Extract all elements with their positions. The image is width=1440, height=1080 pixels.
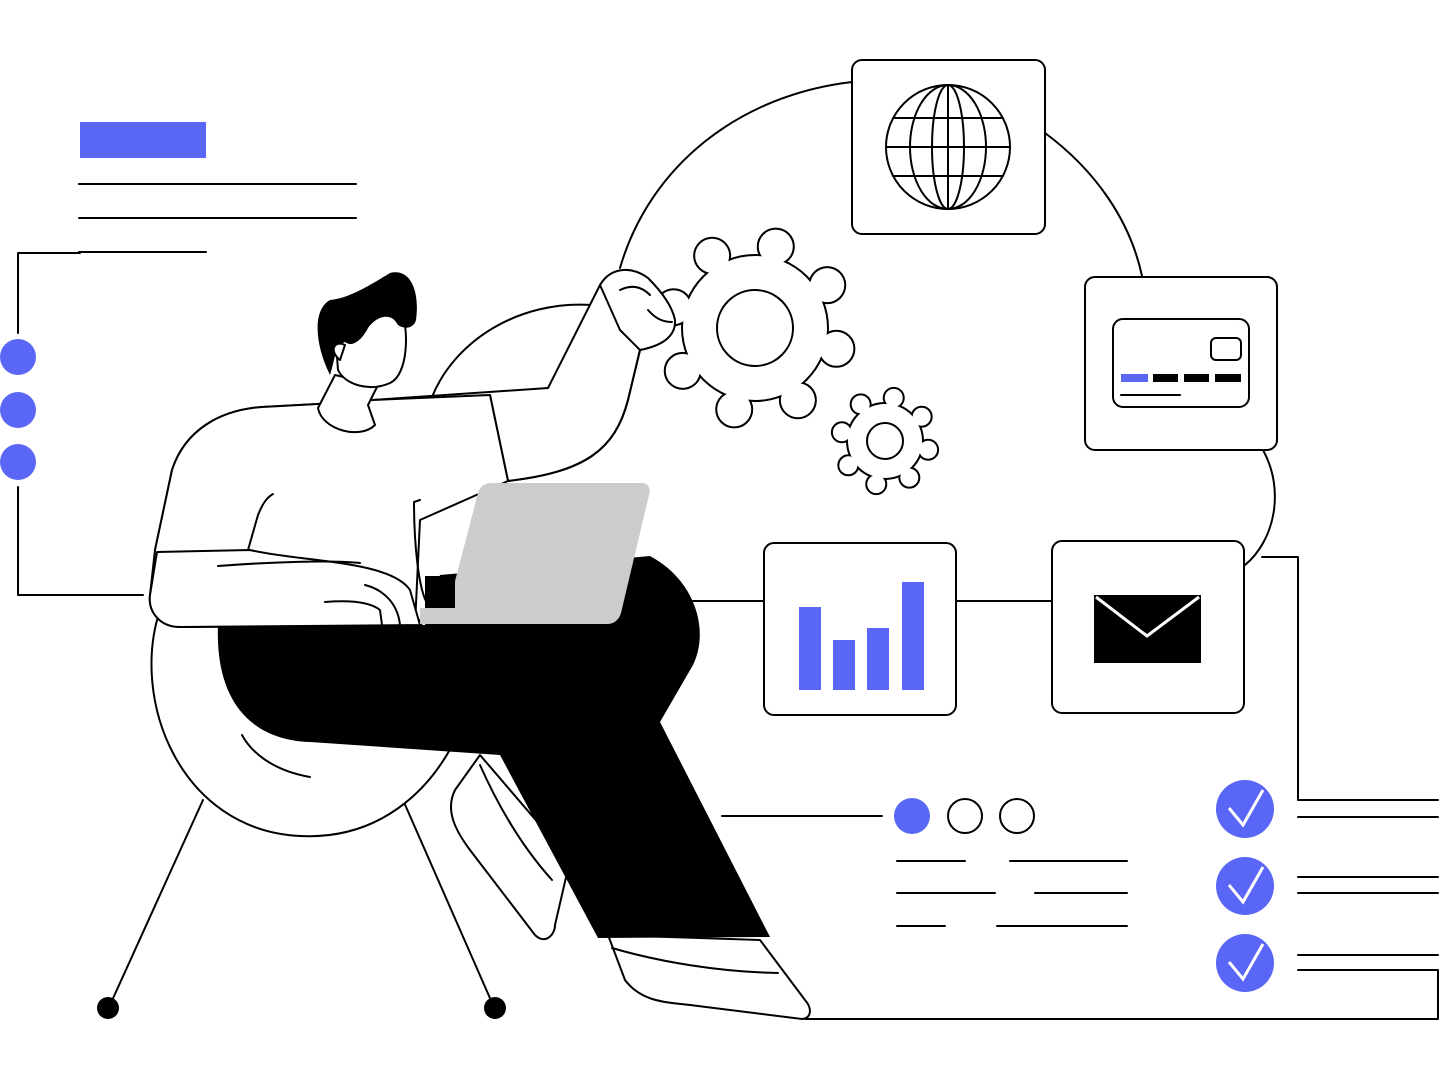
bullet-dot [0, 444, 36, 480]
globe-icon [885, 84, 1011, 210]
bar [799, 607, 821, 690]
heading-bar [80, 122, 206, 158]
bullet-dot [0, 392, 36, 428]
pants [217, 556, 771, 938]
bar [902, 582, 924, 690]
globe-card [851, 59, 1046, 235]
bar [867, 628, 889, 690]
page-dot [999, 798, 1035, 834]
check-icon [1216, 780, 1274, 838]
laptop [420, 483, 650, 624]
gears [654, 227, 940, 496]
left-connector [0, 252, 144, 596]
page-dot-active [894, 798, 930, 834]
mail-icon [1094, 595, 1201, 663]
payment-card [1084, 276, 1278, 451]
credit-card-icon [1112, 318, 1250, 408]
text-block [78, 122, 357, 253]
person [148, 269, 811, 1020]
bar [833, 640, 855, 690]
check-icon [1216, 857, 1274, 915]
gear-icon [654, 227, 856, 429]
bar-chart-icon [799, 582, 924, 690]
checklist [804, 556, 1439, 1020]
cloud-outline [431, 81, 1276, 566]
analytics-card [763, 542, 957, 716]
hair [317, 272, 417, 375]
gear-icon [830, 386, 940, 496]
page-dot [947, 798, 983, 834]
mail-card [1051, 540, 1245, 714]
pagination [721, 798, 1128, 927]
bullet-dot [0, 339, 36, 375]
check-icon [1216, 934, 1274, 992]
